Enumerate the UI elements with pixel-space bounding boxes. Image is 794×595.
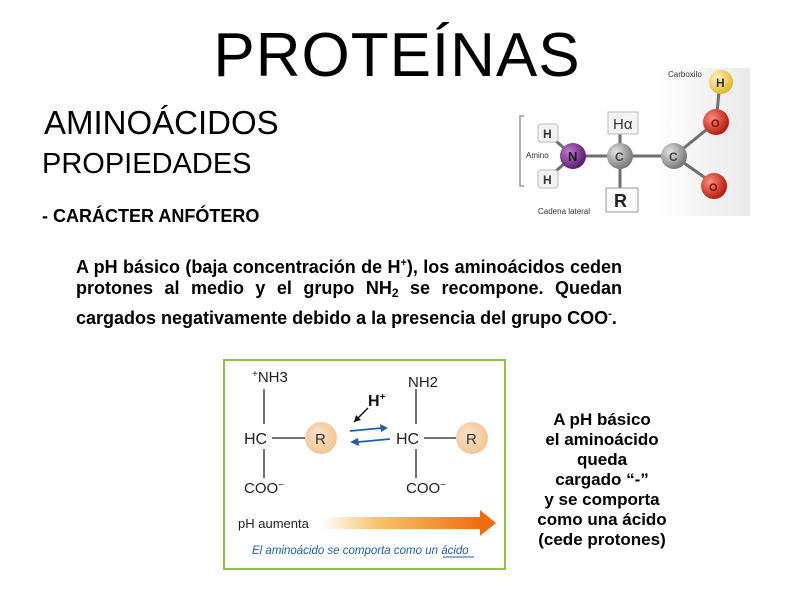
section-heading: - CARÁCTER ANFÓTERO — [42, 206, 260, 226]
atom-o-top: O — [703, 109, 729, 135]
hc-left: HC — [244, 431, 267, 448]
hc-right: HC — [396, 431, 419, 448]
subtitle-aminoacidos: AMINOÁCIDOS — [44, 104, 279, 141]
side-note-line: como una ácido — [537, 510, 667, 529]
atom-c-carboxyl: C — [661, 143, 687, 169]
page-title: PROTEÍNAS — [213, 21, 581, 90]
nh3-group: +NH3 — [252, 369, 288, 386]
r-box — [605, 187, 639, 213]
side-note-line: y se comporta — [544, 490, 660, 509]
svg-text:H: H — [543, 173, 552, 187]
atom-h-carboxyl: H — [709, 70, 733, 94]
paragraph-text-4: . — [611, 308, 617, 328]
paragraph-text-2: ), los aminoácidos ceden protones al med… — [76, 257, 622, 298]
h-plus-arrowhead — [354, 415, 361, 422]
svg-text:H: H — [716, 76, 725, 90]
paragraph-text-1: A pH básico (baja concentración de H — [76, 257, 401, 277]
svg-text:O: O — [709, 182, 718, 194]
ph-arrow-bar — [322, 517, 482, 529]
side-note-line: (cede protones) — [538, 530, 666, 549]
paragraph-sup-2: - — [608, 308, 612, 320]
r-circle-right — [456, 422, 488, 454]
atom-o-bottom: O — [701, 173, 727, 199]
side-note-line: A pH básico — [553, 410, 651, 429]
paragraph: A pH básico (baja concentración de H+), … — [76, 253, 622, 329]
side-note-line: queda — [576, 450, 628, 469]
amino-acid-diagram: Carboxilo Amino Cadena lateral Hα R H H … — [519, 68, 750, 216]
equilibrium-arrowhead-forward — [380, 424, 388, 432]
side-note-line: el aminoácido — [545, 430, 659, 449]
side-note: A pH básico el aminoácido queda cargado … — [524, 410, 680, 550]
reaction-frame — [223, 359, 506, 570]
ph-arrowhead — [480, 510, 496, 536]
equilibrium-arrow-back — [357, 438, 391, 443]
atom-c-alpha: C — [607, 143, 633, 169]
r-circle-left — [305, 422, 337, 454]
svg-text:N: N — [568, 149, 577, 164]
nh2-group: NH2 — [408, 374, 438, 391]
coo-right: COO− — [406, 480, 446, 497]
r-left: R — [315, 431, 326, 448]
r-group-label: R — [614, 191, 627, 211]
reaction-caption: El aminoácido se comporta como un ácido — [252, 545, 469, 557]
h-alpha-box — [607, 111, 639, 135]
side-note-line: cargado “-” — [555, 470, 649, 489]
atom-n: N — [560, 143, 586, 169]
amino-label: Amino — [526, 151, 549, 160]
svg-text:C: C — [669, 150, 678, 164]
h-alpha-label: Hα — [613, 116, 633, 133]
h-plus-label: H+ — [368, 392, 386, 410]
coo-left: COO− — [244, 480, 284, 497]
ph-aumenta-label: pH aumenta — [238, 516, 310, 531]
equilibrium-arrowhead-back — [350, 438, 359, 446]
atom-h-top: H — [537, 123, 559, 143]
svg-text:C: C — [615, 150, 624, 164]
paragraph-text-3: se recompone. Quedan cargados negativame… — [76, 278, 622, 328]
reaction-diagram: +NH3 HC R COO− H+ NH2 HC R COO− pH aumen… — [223, 359, 506, 570]
svg-text:H: H — [543, 127, 552, 141]
atom-h-bottom: H — [537, 169, 559, 189]
subtitle-propiedades: PROPIEDADES — [42, 148, 252, 180]
equilibrium-arrow-forward — [349, 427, 383, 432]
cadena-lateral-label: Cadena lateral — [538, 207, 590, 216]
carboxilo-label: Carboxilo — [668, 70, 702, 79]
r-right: R — [466, 431, 477, 448]
amino-bracket — [519, 115, 524, 187]
paragraph-sup-1: + — [400, 257, 407, 269]
svg-text:O: O — [711, 118, 720, 130]
paragraph-sub-1: 2 — [391, 286, 399, 300]
